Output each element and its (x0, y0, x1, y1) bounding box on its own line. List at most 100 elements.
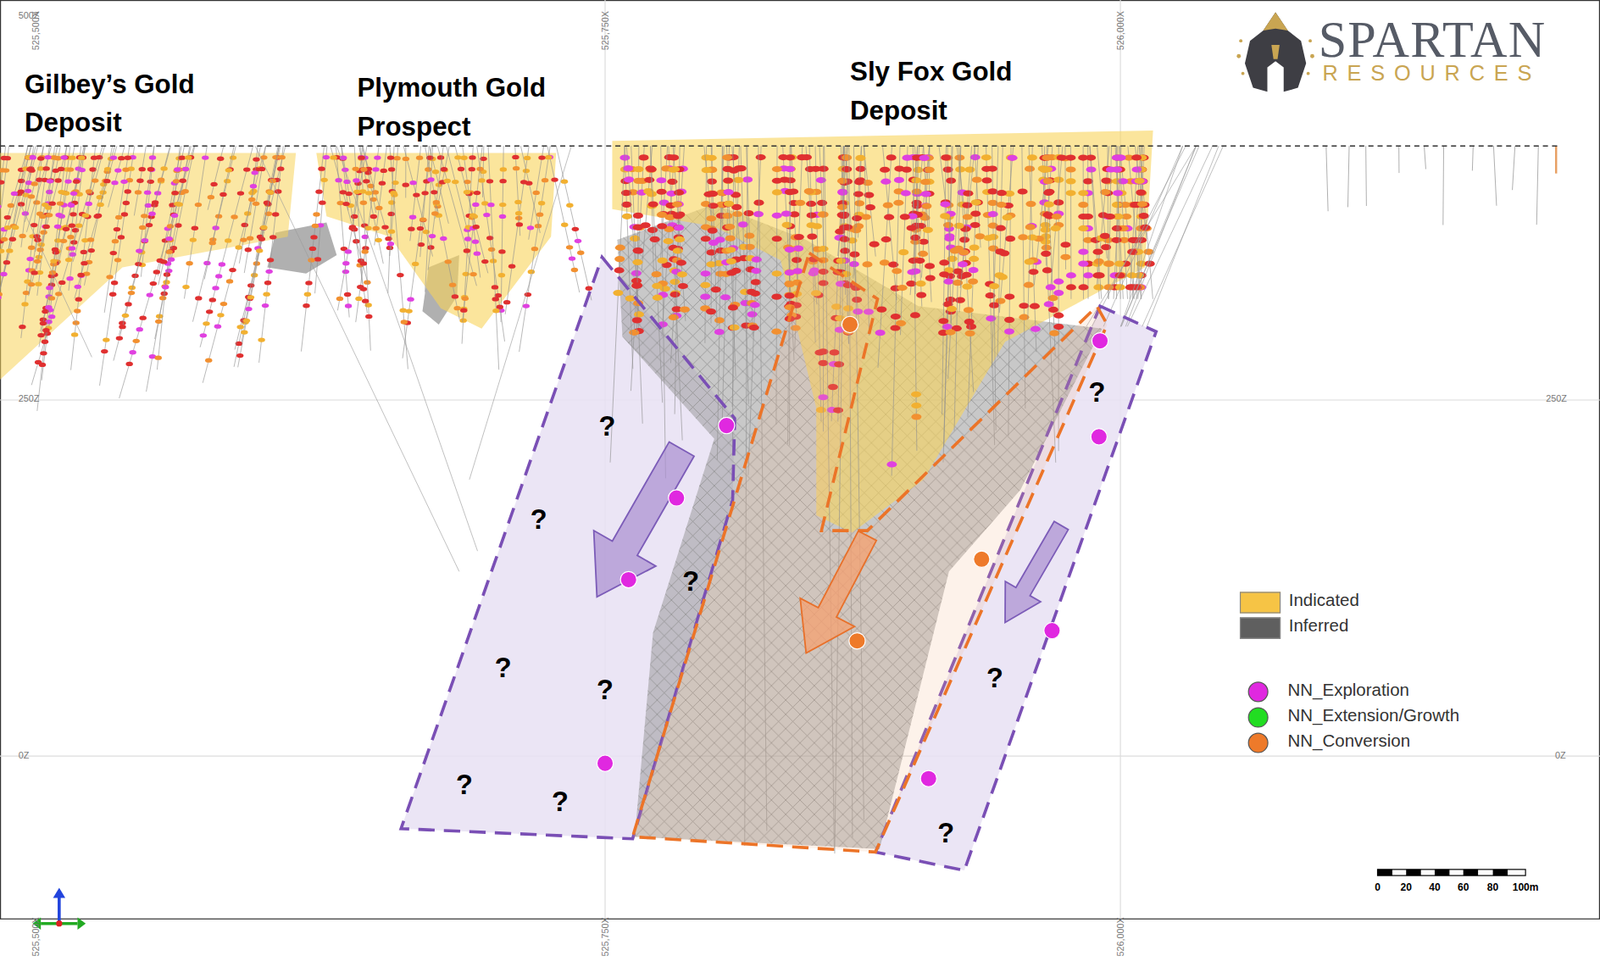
assay-mark (946, 305, 957, 312)
assay-mark (60, 155, 67, 160)
assay-mark (444, 178, 451, 184)
assay-mark (677, 271, 688, 278)
assay-mark (463, 248, 471, 253)
assay-mark (625, 294, 636, 301)
assay-mark (255, 248, 263, 253)
drill-hole (631, 145, 643, 424)
assay-mark (631, 283, 642, 289)
assay-mark (250, 170, 258, 175)
drill-hole (1127, 145, 1213, 327)
assay-mark (225, 167, 233, 173)
assay-mark (111, 238, 119, 244)
assay-mark (837, 189, 848, 196)
axis-label: 0Z (1555, 750, 1567, 761)
drill-hole (31, 145, 103, 385)
drill-hole (259, 145, 284, 363)
assay-mark (353, 189, 361, 195)
assay-mark (437, 155, 445, 160)
assay-mark (969, 244, 980, 250)
assay-mark (102, 337, 110, 342)
assay-mark (42, 166, 50, 171)
assay-mark (498, 272, 506, 278)
drill-hole (424, 145, 460, 320)
assay-mark (463, 248, 471, 253)
assay-mark (261, 303, 269, 308)
drill-hole (528, 145, 545, 240)
assay-mark (499, 202, 506, 207)
drill-hole (146, 145, 190, 392)
assay-mark (0, 249, 5, 254)
assay-mark (27, 282, 35, 287)
assay-mark (650, 236, 661, 243)
assay-mark (701, 166, 712, 173)
assay-mark (145, 222, 153, 228)
assay-mark (1042, 166, 1053, 173)
assay-mark (421, 190, 428, 195)
drill-hole (900, 145, 908, 335)
assay-mark (202, 321, 210, 326)
assay-mark (632, 282, 643, 289)
assay-mark (54, 224, 62, 229)
assay-mark (37, 333, 45, 338)
assay-mark (673, 224, 684, 231)
target-dot (1090, 428, 1107, 445)
assay-mark (430, 189, 438, 195)
assay-mark (462, 272, 470, 277)
assay-mark (784, 269, 795, 276)
assay-mark (342, 269, 350, 274)
assay-mark (136, 178, 144, 184)
assay-mark (64, 178, 72, 184)
drill-hole (204, 145, 234, 279)
assay-mark (629, 235, 640, 242)
assay-mark (477, 177, 485, 183)
assay-mark (387, 155, 395, 160)
assay-mark (55, 291, 62, 296)
assay-mark (638, 154, 650, 161)
assay-mark (987, 165, 998, 172)
assay-mark (194, 202, 202, 207)
drill-hole (469, 145, 572, 480)
assay-mark (1066, 177, 1077, 184)
axis-label: 250Z (18, 394, 40, 405)
assay-mark (523, 155, 531, 161)
assay-mark (1004, 327, 1015, 334)
assay-mark (744, 233, 755, 239)
assay-mark (469, 212, 477, 217)
assay-mark (945, 177, 956, 184)
assay-mark (257, 337, 265, 342)
assay-mark (669, 291, 680, 298)
assay-mark (314, 256, 322, 262)
assay-mark (1111, 237, 1122, 244)
drill-hole (437, 145, 477, 286)
assay-mark (492, 308, 500, 313)
assay-mark (0, 167, 6, 173)
assay-mark (725, 246, 736, 253)
drill-hole (967, 145, 978, 417)
assay-mark (751, 256, 762, 263)
drill-hole (74, 145, 117, 299)
assay-mark (41, 202, 49, 207)
assay-mark (743, 210, 754, 217)
drill-hole (1424, 145, 1427, 169)
assay-mark (66, 276, 73, 281)
assay-mark (940, 154, 951, 161)
assay-mark (344, 249, 352, 254)
assay-mark (54, 177, 62, 183)
assay-mark (1027, 268, 1039, 275)
assay-mark (42, 224, 50, 229)
assay-mark (209, 297, 217, 302)
assay-mark (1024, 166, 1035, 173)
assay-mark (633, 247, 644, 254)
assay-mark (883, 202, 894, 209)
assay-mark (125, 361, 133, 367)
assay-mark (945, 328, 956, 335)
assay-mark (416, 155, 423, 161)
drill-hole (1121, 145, 1197, 327)
direction-arrow (1005, 521, 1069, 623)
assay-mark (431, 211, 439, 216)
assay-mark (116, 335, 123, 340)
assay-mark (65, 257, 73, 262)
assay-mark (148, 211, 156, 217)
assay-mark (407, 227, 415, 232)
assay-mark (893, 200, 904, 206)
